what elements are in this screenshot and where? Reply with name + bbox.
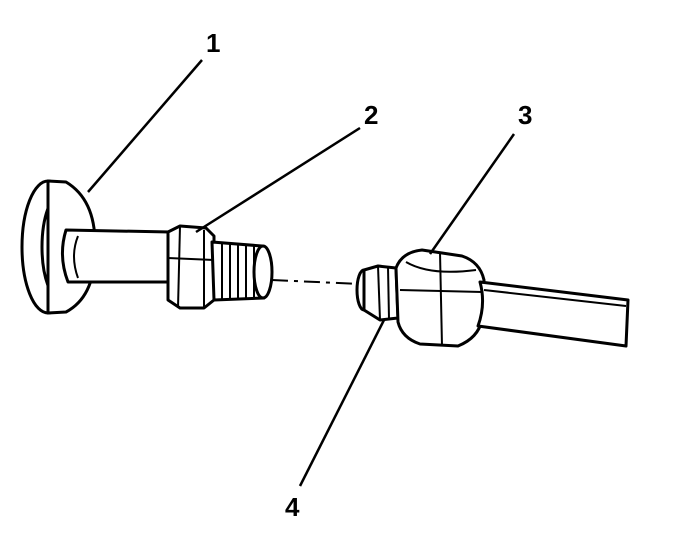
callout-1: 1: [206, 28, 220, 58]
callout-4: 4: [285, 492, 300, 522]
center-line: [271, 279, 361, 285]
flare-nut: [394, 248, 486, 348]
leader-line-1: [87, 59, 203, 193]
tube-line: [476, 280, 630, 348]
leader-line-2: [195, 126, 361, 234]
leader-line-4: [298, 319, 386, 487]
leader-line-3: [428, 133, 516, 255]
callout-2: 2: [364, 100, 378, 130]
callout-3: 3: [518, 100, 532, 130]
ferrule-sleeve: [355, 264, 400, 322]
threaded-hex-fitting: [166, 224, 274, 310]
fitting-tube-body: [61, 228, 174, 284]
